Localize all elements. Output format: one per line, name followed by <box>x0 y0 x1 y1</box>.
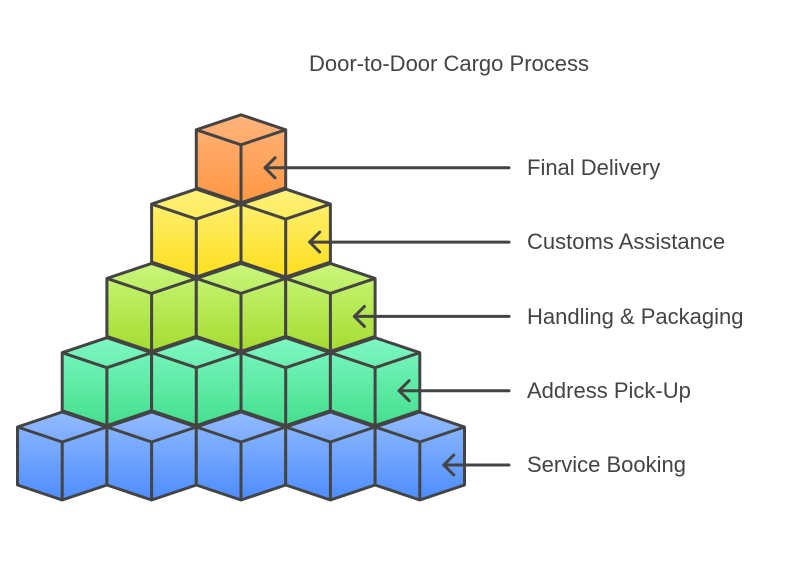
cube-inner-edges <box>151 351 242 426</box>
level-label-handling-packaging: Handling & Packaging <box>527 304 743 329</box>
cube-inner-edges <box>61 351 153 426</box>
cube <box>60 336 154 428</box>
cube <box>284 410 377 502</box>
cube-row-service-booking <box>16 410 466 502</box>
cube-inner-edges <box>374 425 465 500</box>
level-labels: Final Delivery Customs Assistance Handli… <box>527 155 743 477</box>
cube-inner-edges <box>106 276 197 352</box>
cube-inner-edges <box>106 425 197 500</box>
arrows <box>263 156 511 477</box>
cube <box>194 410 288 502</box>
cube <box>105 261 198 353</box>
cube-inner-edges <box>195 276 287 352</box>
cube-inner-edges <box>195 425 287 500</box>
cube <box>194 113 288 205</box>
arrow-final-delivery <box>263 156 511 180</box>
cube-inner-edges <box>285 425 376 500</box>
level-label-customs-assistance: Customs Assistance <box>527 229 725 254</box>
cube-inner-edges <box>240 202 331 278</box>
arrow-service-booking <box>442 453 511 477</box>
cube <box>150 336 243 428</box>
level-label-address-pick-up: Address Pick-Up <box>527 378 691 403</box>
cube-inner-edges <box>195 128 287 203</box>
arrow-head-icon <box>442 453 456 477</box>
arrow-head-icon <box>352 304 366 328</box>
diagram-title: Door-to-Door Cargo Process <box>309 51 589 76</box>
cube-row-final-delivery <box>194 113 288 205</box>
cube-inner-edges <box>151 202 242 278</box>
arrow-address-pick-up <box>397 379 511 403</box>
level-label-final-delivery: Final Delivery <box>527 155 660 180</box>
level-label-service-booking: Service Booking <box>527 452 686 477</box>
cube <box>150 187 243 279</box>
cube-inner-edges <box>285 276 376 352</box>
arrow-head-icon <box>397 379 411 403</box>
cube-inner-edges <box>329 351 421 426</box>
cube-row-handling-packaging <box>105 261 377 353</box>
cube <box>328 336 422 428</box>
cube-inner-edges <box>240 351 331 426</box>
arrow-head-icon <box>263 156 277 180</box>
cube <box>194 261 288 353</box>
cube <box>239 336 332 428</box>
arrow-customs-assistance <box>308 230 511 254</box>
arrow-handling-packaging <box>352 304 511 328</box>
cube-inner-edges <box>17 425 108 500</box>
arrow-head-icon <box>308 230 322 254</box>
cube-row-customs-assistance <box>150 187 332 279</box>
cube <box>105 410 198 502</box>
cube-pyramid <box>16 113 466 502</box>
cube <box>16 410 109 502</box>
